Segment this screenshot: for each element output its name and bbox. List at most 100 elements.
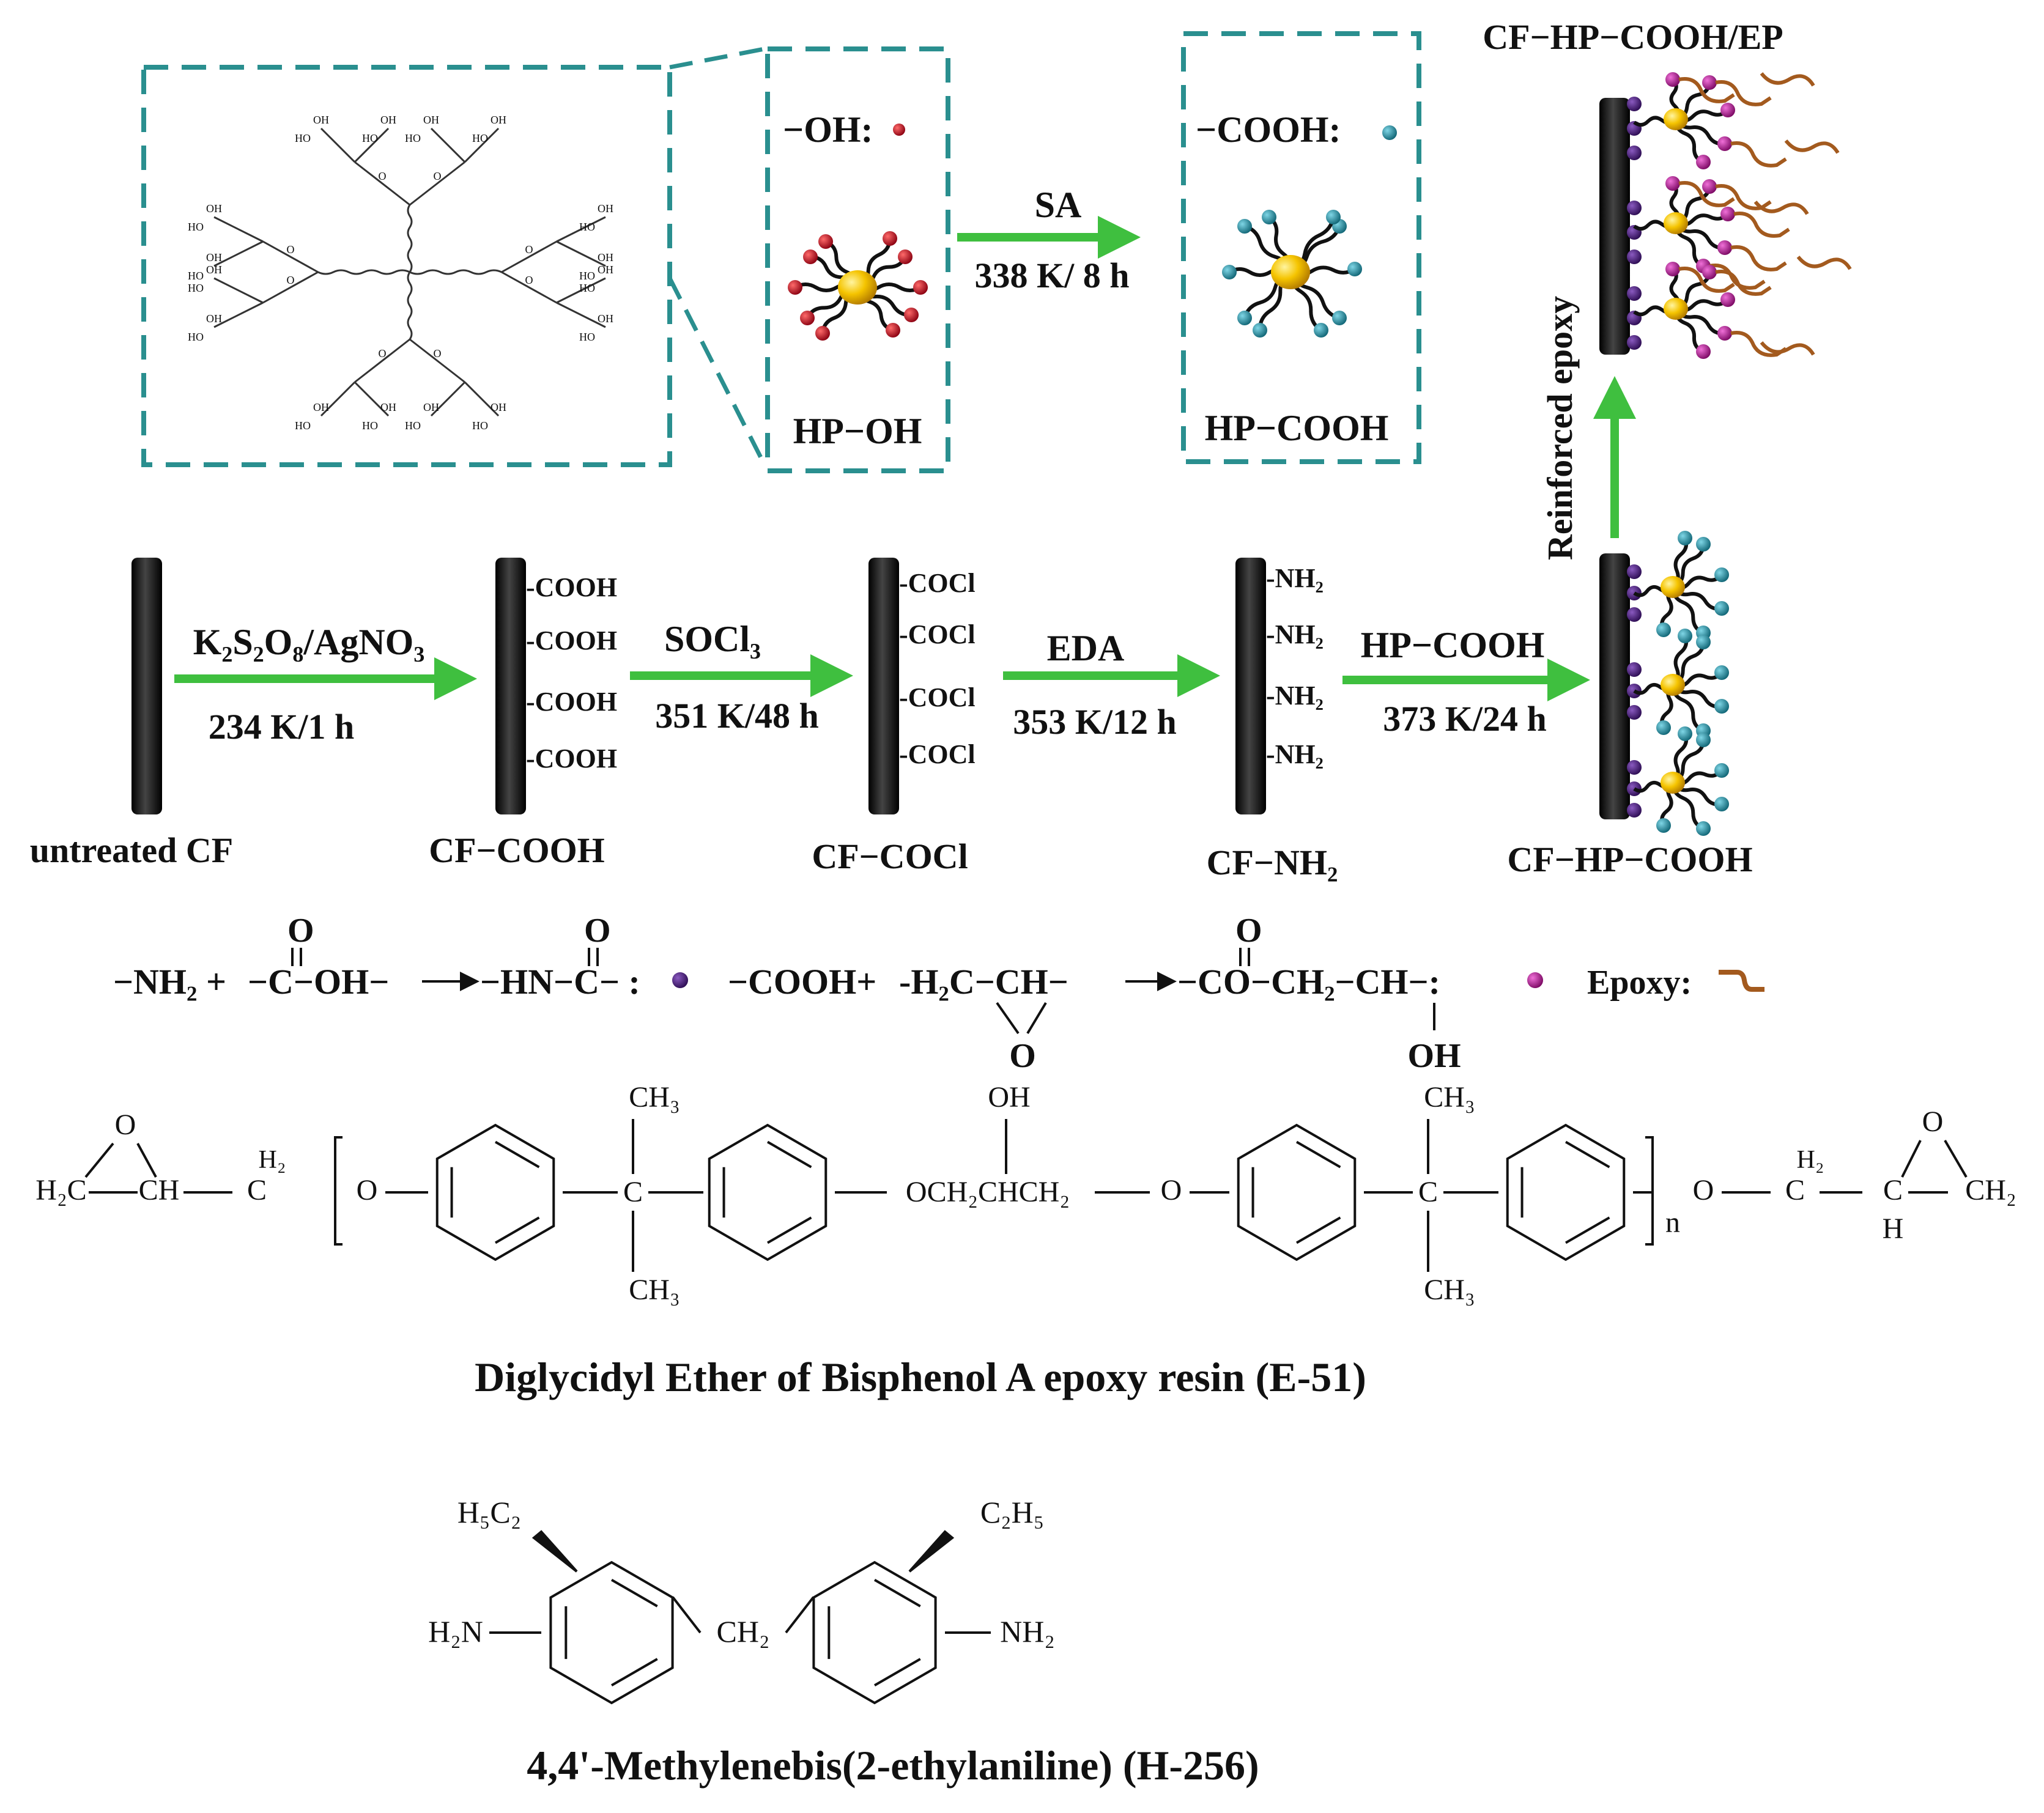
core-arm bbox=[407, 204, 413, 273]
end-group-bead bbox=[1714, 797, 1729, 811]
end-group-bead bbox=[1714, 699, 1729, 714]
branch-bond bbox=[213, 240, 264, 267]
hydroxyl-label: HO bbox=[472, 419, 488, 432]
end-group-bead bbox=[1678, 726, 1692, 741]
ester-o-label: O bbox=[287, 274, 295, 286]
methyl-bottom: CH₃ bbox=[1424, 1274, 1475, 1306]
end-group-bead bbox=[800, 311, 815, 325]
core-sphere bbox=[1664, 212, 1688, 234]
hydroxyl-legend-dot bbox=[893, 124, 905, 136]
end-group-bead bbox=[1717, 136, 1732, 151]
methyl-top: CH₃ bbox=[629, 1081, 679, 1113]
epoxy-legend-chain bbox=[1719, 970, 1764, 992]
cf-cooh-group-1: -COOH bbox=[526, 572, 617, 602]
cf-hp-cooh-ep-label: CF−HP−COOH/EP bbox=[1483, 17, 1783, 57]
epoxy-chain bbox=[1796, 256, 1852, 270]
core-arm bbox=[409, 269, 502, 275]
hydroxyl-label: HO bbox=[472, 132, 488, 144]
double-bond bbox=[874, 1579, 921, 1608]
hydroxyl-label: HO bbox=[295, 419, 311, 432]
branch-bond bbox=[354, 338, 410, 383]
hp-oh-particle bbox=[788, 231, 928, 341]
amide-link bbox=[1627, 705, 1642, 720]
cf-cooh-group-2: -COOH bbox=[526, 626, 617, 655]
hydroxyl-label: OH bbox=[313, 401, 329, 413]
cf-cocl-group-2: -COCl bbox=[899, 619, 976, 649]
cf-hp-cooh-fiber bbox=[1599, 553, 1630, 819]
cf-nh2-fiber bbox=[1235, 558, 1266, 814]
end-group-bead bbox=[1717, 240, 1732, 255]
r1-product: −HN−C− : bbox=[480, 962, 640, 1002]
hydroxyl-label: HO bbox=[405, 132, 421, 144]
core-sphere bbox=[1661, 674, 1685, 696]
amide-legend-dot bbox=[672, 972, 688, 988]
hydroxyl-label: HO bbox=[579, 270, 595, 282]
double-bond bbox=[874, 1658, 921, 1686]
h256-name: 4,4'-Methylenebis(2-ethylaniline) (H-256… bbox=[527, 1742, 1259, 1789]
epoxy-chain bbox=[1715, 80, 1772, 106]
hydroxyl-label: HO bbox=[188, 282, 204, 294]
double-bond bbox=[767, 1216, 812, 1244]
end-group-bead bbox=[1702, 75, 1717, 90]
dendrimer-structure-box bbox=[141, 65, 672, 467]
r1-lhs1: −NH₂ + bbox=[113, 962, 226, 1002]
amide-link bbox=[1627, 249, 1642, 264]
end-group-bead bbox=[1717, 326, 1732, 341]
ether-o: O bbox=[1693, 1174, 1714, 1206]
end-group-bead bbox=[1332, 311, 1347, 325]
end-group-bead bbox=[803, 249, 818, 264]
end-group-bead bbox=[1665, 176, 1680, 191]
epoxide-bond bbox=[84, 1142, 114, 1178]
amide-link bbox=[1627, 662, 1642, 677]
epoxy-chain bbox=[1733, 212, 1790, 238]
step1-reagent: K₂S₂O₈/AgNO₃ bbox=[193, 622, 425, 662]
hydroxyl-label: OH bbox=[598, 264, 613, 276]
hp-oh-label: HP−OH bbox=[793, 411, 922, 451]
hydroxyl-label: OH bbox=[206, 202, 222, 215]
core-arm bbox=[407, 271, 413, 340]
hydroxyl-label: OH bbox=[206, 264, 222, 276]
step4-reagent: HP−COOH bbox=[1361, 625, 1545, 665]
r1-lhs2: −C−OH− bbox=[248, 962, 389, 1002]
untreated-cf-label: untreated CF bbox=[30, 830, 233, 870]
hp-cooh-particle bbox=[1222, 210, 1362, 338]
branch-bond bbox=[409, 338, 465, 383]
ch-h-label: H bbox=[1883, 1213, 1904, 1245]
hydroxyl-label: OH bbox=[423, 114, 439, 126]
benzene-ring-1 bbox=[435, 1123, 555, 1261]
epoxide-ring-opening-reaction: −COOH+ -H₂C−CH− O −CO−CH₂−CH−: O OH bbox=[728, 912, 1543, 1075]
end-group-bead bbox=[1678, 531, 1692, 545]
cf-hp-cooh-label: CF−HP−COOH bbox=[1507, 840, 1752, 879]
branch-bond bbox=[320, 381, 356, 417]
hydroxyl-label: OH bbox=[598, 202, 613, 215]
ester-o-label: O bbox=[434, 170, 442, 182]
amidation-reaction: −NH₂ + −C−OH− O −HN−C− : O bbox=[113, 912, 688, 1002]
branch-bond bbox=[501, 271, 557, 304]
hydroxyl-legend-label: −OH: bbox=[783, 109, 873, 150]
hydroxyl-label: OH bbox=[491, 401, 506, 413]
end-group-bead bbox=[1714, 601, 1729, 616]
methyl-top: CH₃ bbox=[1424, 1081, 1475, 1113]
step2-reagent: SOCl₃ bbox=[664, 619, 761, 659]
end-group-bead bbox=[815, 326, 830, 341]
r1-carbonyl-o1: O bbox=[287, 912, 314, 950]
branch-bond bbox=[409, 161, 465, 206]
end-group-bead bbox=[1720, 292, 1735, 307]
r1-carbonyl-o2: O bbox=[584, 912, 611, 950]
cf-nh2-label: CF−NH₂ bbox=[1207, 843, 1338, 882]
zoom-line-top bbox=[669, 46, 765, 70]
quaternary-c: C bbox=[1418, 1176, 1438, 1208]
end-group-bead bbox=[1702, 265, 1717, 279]
ethyl-right: C₂H₅ bbox=[980, 1495, 1044, 1529]
carboxyl-legend-dot bbox=[1382, 125, 1397, 140]
branch-bond bbox=[320, 127, 356, 163]
epoxide-o: O bbox=[1922, 1106, 1944, 1138]
end-group-bead bbox=[1702, 179, 1717, 194]
benzene-ring-3 bbox=[1237, 1123, 1357, 1261]
repeat-bracket-right bbox=[1645, 1136, 1654, 1246]
branch-bond bbox=[354, 381, 390, 417]
step3-reagent: EDA bbox=[1047, 628, 1125, 668]
core-sphere bbox=[1664, 108, 1688, 130]
epoxy-chain bbox=[1753, 201, 1809, 215]
